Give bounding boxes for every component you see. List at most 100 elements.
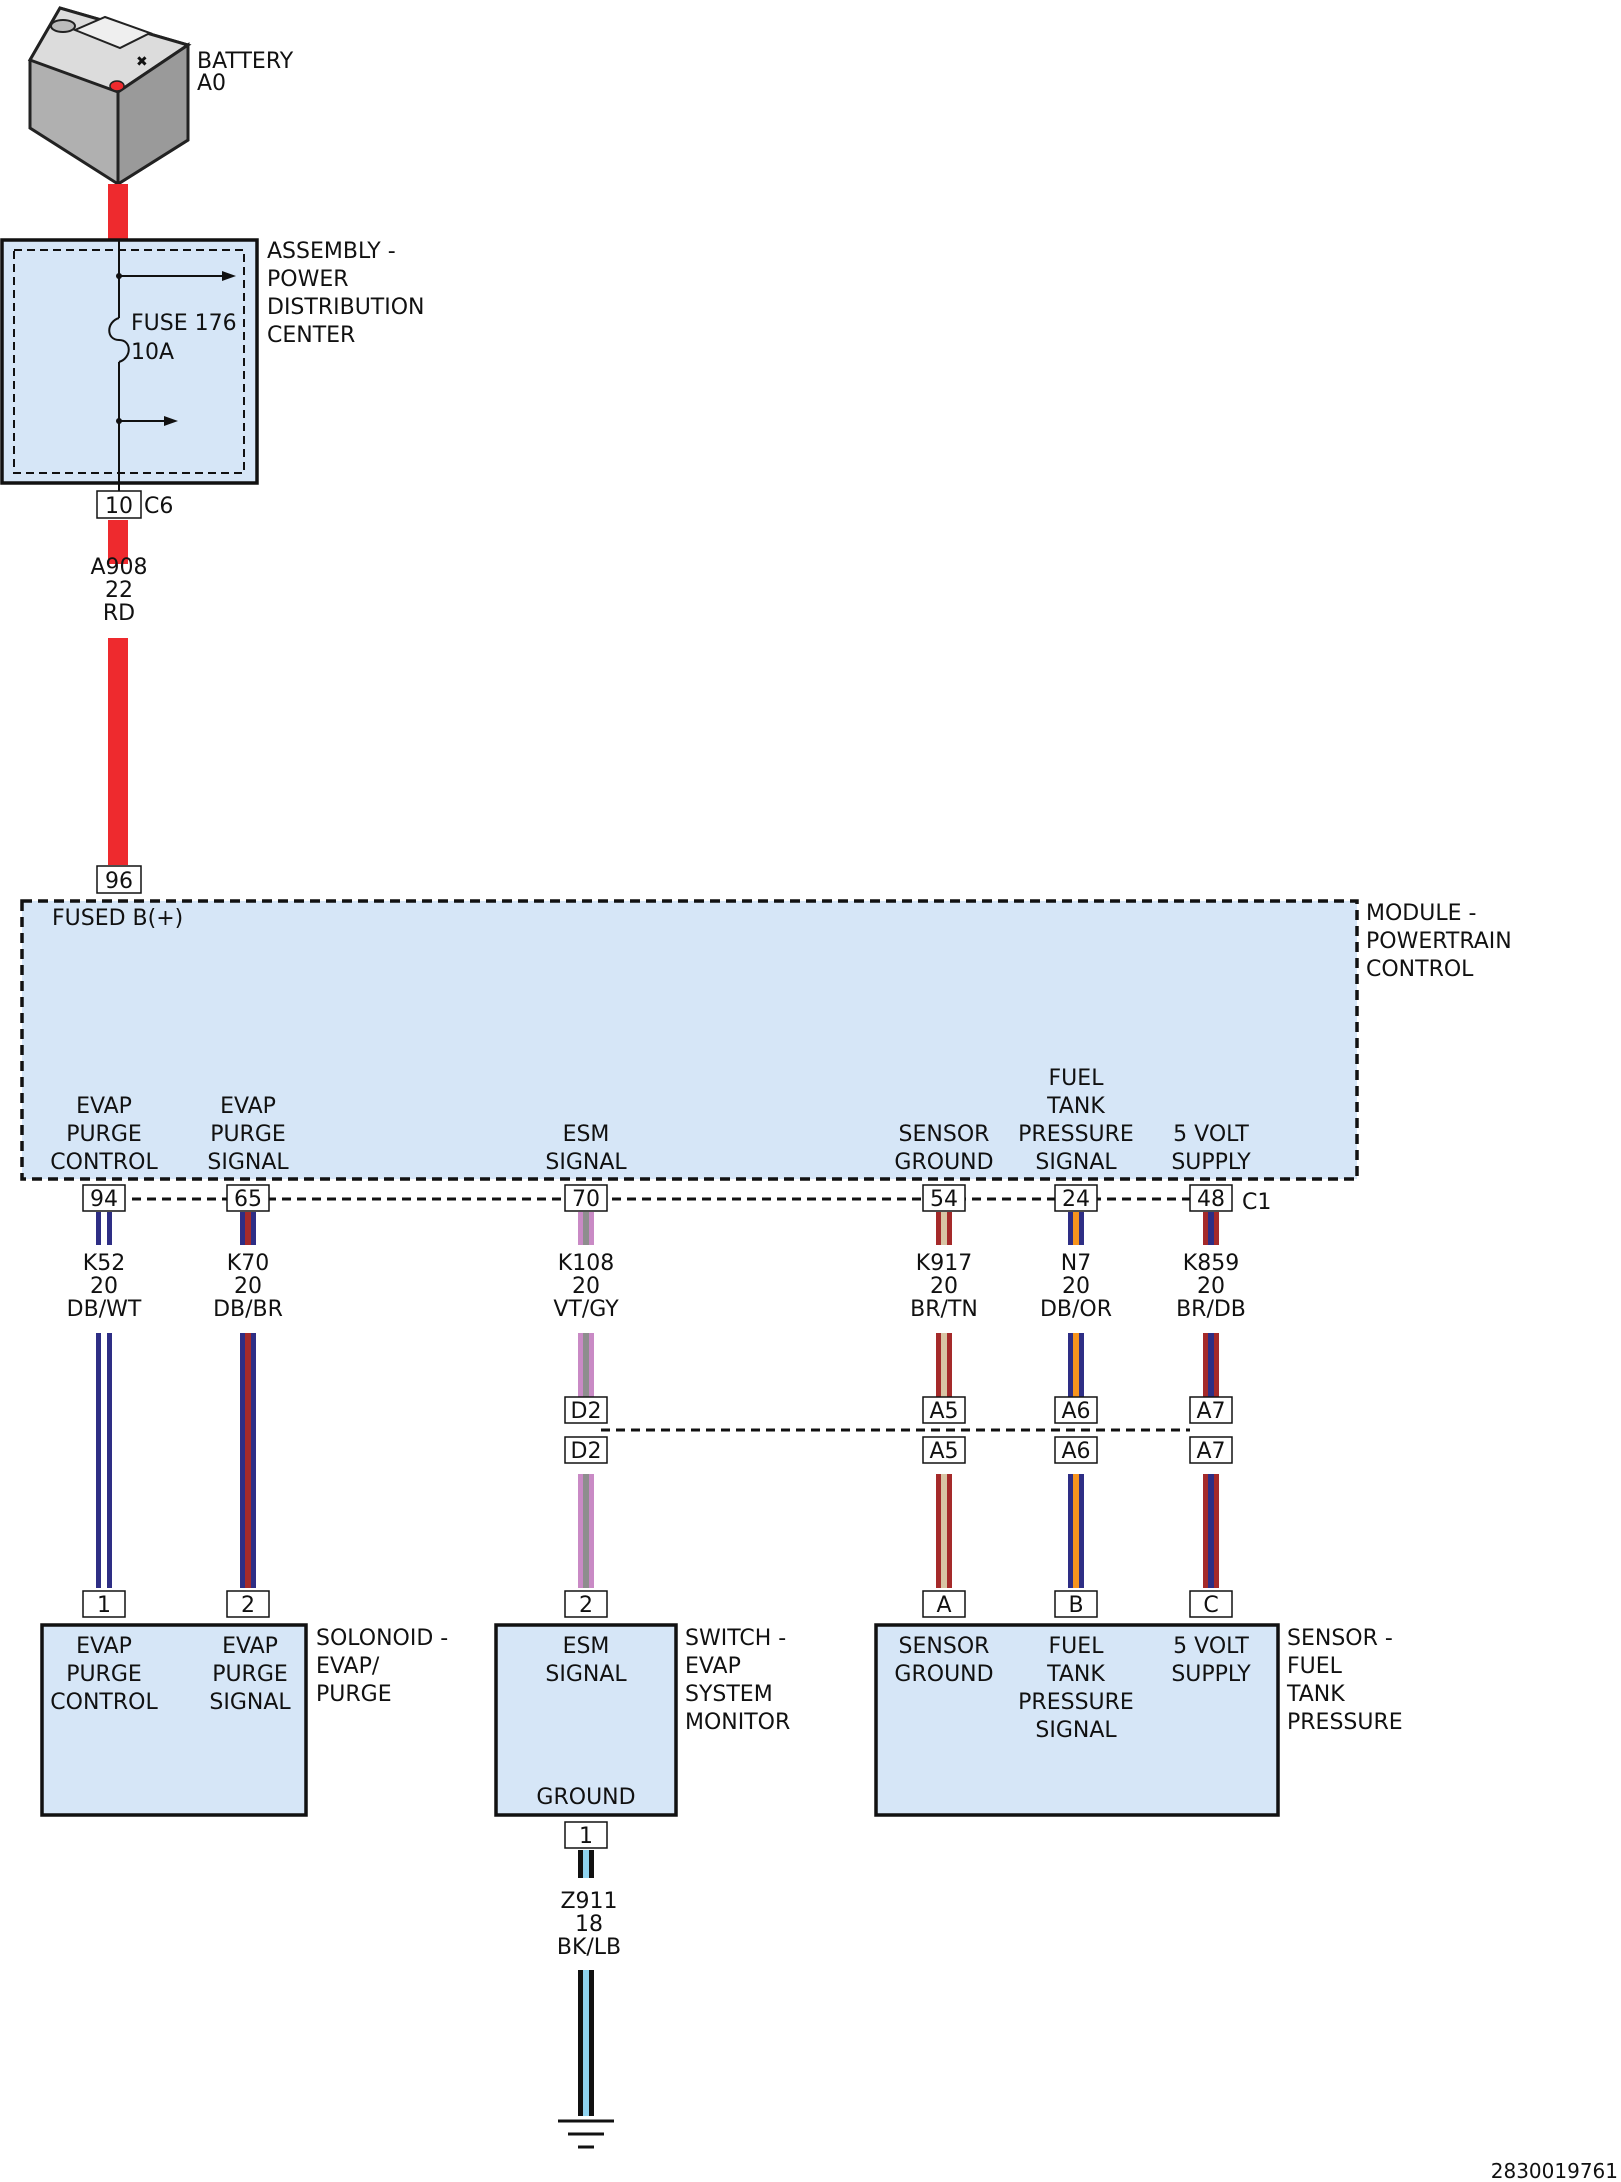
- solenoid-name-1: SOLONOID -: [316, 1626, 448, 1651]
- feed-wire-circuit: A908: [90, 555, 147, 580]
- solenoid-label: SIGNAL: [209, 1690, 291, 1715]
- wire-esm-signal: [578, 1212, 594, 1245]
- pcm-name-2: POWERTRAIN: [1366, 929, 1512, 954]
- switch-label-1: ESM: [563, 1634, 610, 1659]
- component-pin: 2: [241, 1593, 255, 1618]
- solenoid-label: EVAP: [76, 1634, 132, 1659]
- solenoid-label: EVAP: [222, 1634, 278, 1659]
- solenoid-label: PURGE: [66, 1662, 142, 1687]
- pcm-name-1: MODULE -: [1366, 901, 1476, 926]
- inline-pin: A6: [1061, 1439, 1090, 1464]
- component-pin: B: [1068, 1593, 1083, 1618]
- wire-evap-purge-control: [96, 1333, 112, 1588]
- wire-color: BR/TN: [910, 1297, 978, 1322]
- pcm-label-evap-purge-control: EVAP: [76, 1094, 132, 1119]
- pcm-label-sensor-ground: SENSOR: [899, 1122, 990, 1147]
- battery-label-1: BATTERY: [197, 49, 294, 74]
- component-pin: C: [1203, 1593, 1218, 1618]
- pcm-fused-pin: 96: [105, 869, 133, 894]
- wire-circuit: N7: [1061, 1251, 1091, 1276]
- pcm-label-fuel-tank-pressure-signal: PRESSURE: [1018, 1122, 1134, 1147]
- pdc-name-1: ASSEMBLY -: [267, 239, 396, 264]
- wire-color: DB/WT: [67, 1297, 142, 1322]
- wire-fuel-tank-pressure-signal: [1068, 1474, 1084, 1588]
- wire-circuit: K859: [1183, 1251, 1239, 1276]
- wire-esm-signal: [578, 1474, 594, 1588]
- switch-ground-label: GROUND: [536, 1785, 635, 1810]
- solenoid-label: CONTROL: [50, 1690, 158, 1715]
- fuse-rating: 10A: [131, 340, 174, 365]
- wire-gauge: 20: [1197, 1274, 1225, 1299]
- battery-icon: ✖: [27, 6, 192, 187]
- pdc-name-4: CENTER: [267, 323, 355, 348]
- pdc-name-2: POWER: [267, 267, 349, 292]
- pcm-label-sensor-ground: GROUND: [894, 1150, 993, 1175]
- pcm-pin: 54: [930, 1187, 958, 1212]
- wire-esm-signal: [578, 1333, 594, 1397]
- wire-evap-purge-control: [96, 1212, 112, 1245]
- wire-gauge: 20: [572, 1274, 600, 1299]
- wire-gauge: 20: [930, 1274, 958, 1299]
- pcm-pin: 24: [1062, 1187, 1090, 1212]
- component-pin: A: [936, 1593, 951, 1618]
- pcm-connector: C1: [1242, 1190, 1271, 1215]
- solenoid-label: PURGE: [212, 1662, 288, 1687]
- fuse-label: FUSE 176: [131, 311, 237, 336]
- sensor-label: SENSOR: [899, 1634, 990, 1659]
- switch-label-2: SIGNAL: [545, 1662, 627, 1687]
- pcm-label-evap-purge-control: CONTROL: [50, 1150, 158, 1175]
- pcm-label-esm-signal: ESM: [563, 1122, 610, 1147]
- wire-circuit: K70: [227, 1251, 269, 1276]
- document-number: 2830019761: [1491, 2159, 1618, 2182]
- wire-5-volt-supply: [1203, 1212, 1219, 1245]
- sensor-label: TANK: [1046, 1662, 1105, 1687]
- pcm-label-5-volt-supply: SUPPLY: [1171, 1150, 1251, 1175]
- pdc-connector: C6: [144, 494, 173, 519]
- sensor-label: 5 VOLT: [1173, 1634, 1249, 1659]
- battery: ✖ BATTERY A0: [27, 6, 294, 187]
- sensor-label: FUEL: [1049, 1634, 1105, 1659]
- pcm-pin: 65: [234, 1187, 262, 1212]
- inline-pin: A6: [1061, 1399, 1090, 1424]
- wire-color: DB/BR: [213, 1297, 283, 1322]
- wire-5-volt-supply: [1203, 1333, 1219, 1397]
- inline-pin: A7: [1196, 1439, 1225, 1464]
- pcm-label-fuel-tank-pressure-signal: TANK: [1046, 1094, 1105, 1119]
- feed-wire: A908 22 RD: [90, 184, 148, 865]
- pcm-label-evap-purge-signal: PURGE: [210, 1122, 286, 1147]
- wire-sensor-ground: [936, 1333, 952, 1397]
- ground-wire-color: BK/LB: [557, 1935, 621, 1960]
- wire-gauge: 20: [1062, 1274, 1090, 1299]
- wire-5-volt-supply: [1203, 1474, 1219, 1588]
- pcm-label-fuel-tank-pressure-signal: SIGNAL: [1035, 1150, 1117, 1175]
- sensor-name-3: TANK: [1286, 1682, 1345, 1707]
- ground-icon: [558, 2119, 614, 2149]
- sensor-label: PRESSURE: [1018, 1690, 1134, 1715]
- power-distribution-center: FUSE 176 10A ASSEMBLY - POWER DISTRIBUTI…: [0, 238, 425, 519]
- ground-wire: [578, 1970, 594, 2116]
- pcm-label-evap-purge-control: PURGE: [66, 1122, 142, 1147]
- pdc-pin: 10: [105, 494, 133, 519]
- pcm-fused-label: FUSED B(+): [52, 906, 183, 931]
- component-pin: 1: [97, 1593, 111, 1618]
- pcm-label-5-volt-supply: 5 VOLT: [1173, 1122, 1249, 1147]
- component-pin: 2: [579, 1593, 593, 1618]
- wire-color: BR/DB: [1176, 1297, 1246, 1322]
- sensor-label: GROUND: [894, 1662, 993, 1687]
- wire-color: DB/OR: [1040, 1297, 1112, 1322]
- pcm-pin: 94: [90, 1187, 118, 1212]
- wire-circuit: K917: [916, 1251, 972, 1276]
- wire-fuel-tank-pressure-signal: [1068, 1333, 1084, 1397]
- ground-circuit: 1 Z911 18 BK/LB: [557, 1821, 621, 2149]
- feed-wire-color: RD: [103, 601, 135, 626]
- sensor-name-1: SENSOR -: [1287, 1626, 1393, 1651]
- switch-name-4: MONITOR: [685, 1710, 790, 1735]
- inline-pin: A5: [929, 1399, 958, 1424]
- wire-circuit: K52: [83, 1251, 125, 1276]
- circuit-wires: K5220DB/WTK7020DB/BRK10820VT/GYK91720BR/…: [67, 1212, 1246, 1588]
- arrow-icon: [222, 271, 236, 281]
- evap-purge-solenoid: EVAP PURGE CONTROL EVAP PURGE SIGNAL SOLONOID…: [40, 1623, 448, 1817]
